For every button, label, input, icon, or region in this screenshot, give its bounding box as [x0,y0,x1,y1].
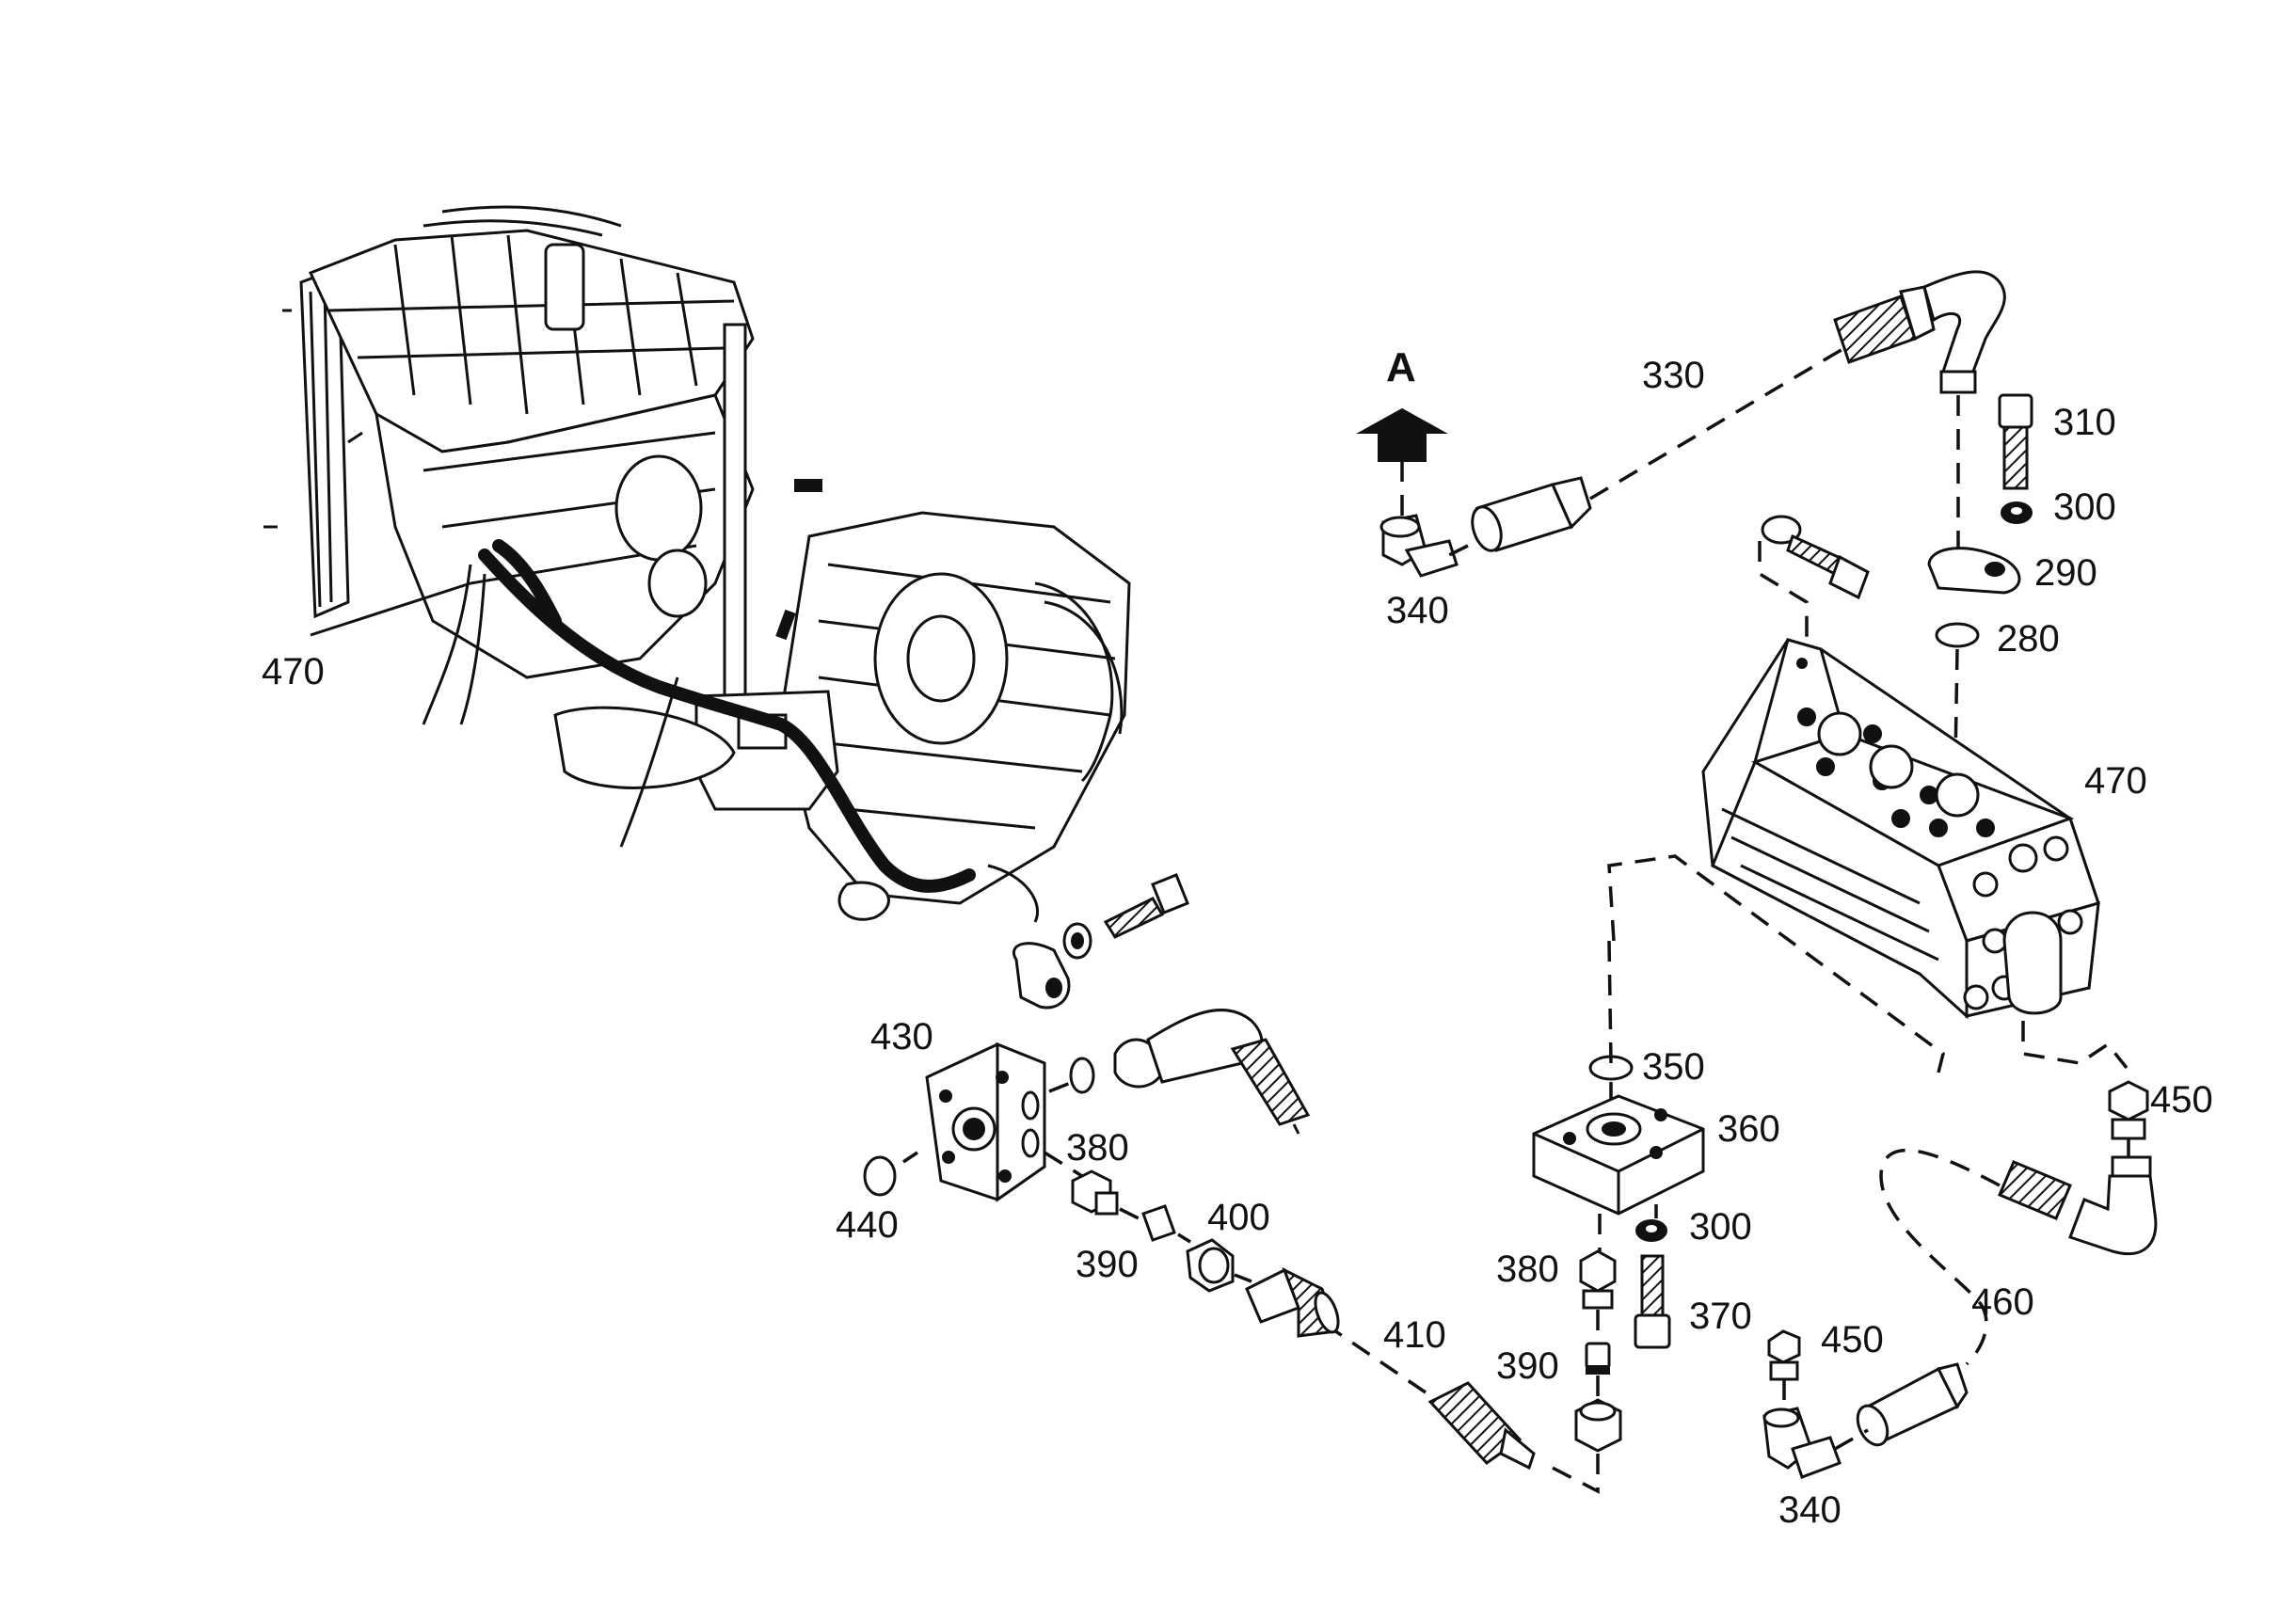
hydraulic-pump-470 [1607,638,2129,1073]
hose-fitting-460-bottom [1856,1362,1969,1447]
hose-330 [1448,270,2006,565]
washer-300-top [2001,501,2033,524]
label-390-center: 390 [1496,1345,1559,1387]
label-330: 330 [1642,355,1705,396]
label-300-center: 300 [1689,1206,1752,1248]
o-ring-350 [1588,1055,1634,1101]
label-390-left: 390 [1076,1244,1139,1285]
bolt-370 [1634,1254,1671,1349]
washer-300-center [1635,1219,1667,1242]
label-450-bottom: 450 [1821,1319,1884,1360]
label-340-bottom: 340 [1778,1489,1842,1531]
adapter-450-bottom [1767,1329,1801,1402]
sleeve-390-left [1141,1204,1191,1244]
label-440: 440 [836,1204,899,1246]
clamp-left [1012,942,1071,1010]
label-400: 400 [1207,1197,1270,1238]
adapter-380-left [1071,1169,1140,1220]
o-ring-left-upper [1069,1057,1095,1094]
elbow-fitting-340-top [1379,514,1459,578]
label-410: 410 [1383,1314,1446,1356]
elbow-fitting-340-bottom [1762,1407,1869,1479]
label-a: A [1386,344,1416,390]
label-360: 360 [1717,1108,1780,1150]
hose-fitting-left-upper [1113,1009,1311,1135]
nut-center [1542,1398,1622,1494]
label-430: 430 [870,1016,933,1057]
label-340-top: 340 [1386,590,1449,631]
hose-460 [1879,1148,2001,1366]
label-300-top: 300 [2053,486,2116,528]
label-350: 350 [1642,1046,1705,1088]
label-310: 310 [2053,402,2116,443]
label-460: 460 [1971,1281,2034,1323]
hose-fitting-left-lower [1245,1266,1340,1338]
label-450-right: 450 [2150,1079,2213,1121]
clamp-290 [1927,547,2021,595]
o-ring-440 [863,1155,897,1197]
label-280: 280 [1997,618,2060,660]
flange-block-430 [902,1042,1083,1202]
label-290: 290 [2034,552,2097,594]
label-470-engine: 470 [262,651,325,692]
adapter-450-right [2108,1080,2149,1157]
label-380-center: 380 [1496,1248,1559,1290]
label-380-left: 380 [1066,1127,1129,1169]
engine-transmission-assembly [263,205,1131,923]
pump-bolt-top [1758,515,1870,649]
label-470-pump: 470 [2084,760,2147,802]
part-labels: A 330 310 300 290 280 340 470 470 430 44… [262,344,2213,1531]
hose-fitting-330-end [1471,476,1592,552]
direction-arrow-a [1356,407,1448,517]
o-ring-280 [1935,622,1980,763]
elbow-fitting-460-end [1998,1155,2158,1256]
flange-plate-360 [1532,1094,1705,1251]
bolt-left-top [1062,873,1189,960]
adapter-380-center [1579,1249,1617,1341]
nut-400 [1186,1238,1252,1293]
sleeve-390-center [1585,1342,1611,1400]
bolt-310 [1998,393,2033,490]
label-370: 370 [1689,1296,1752,1337]
